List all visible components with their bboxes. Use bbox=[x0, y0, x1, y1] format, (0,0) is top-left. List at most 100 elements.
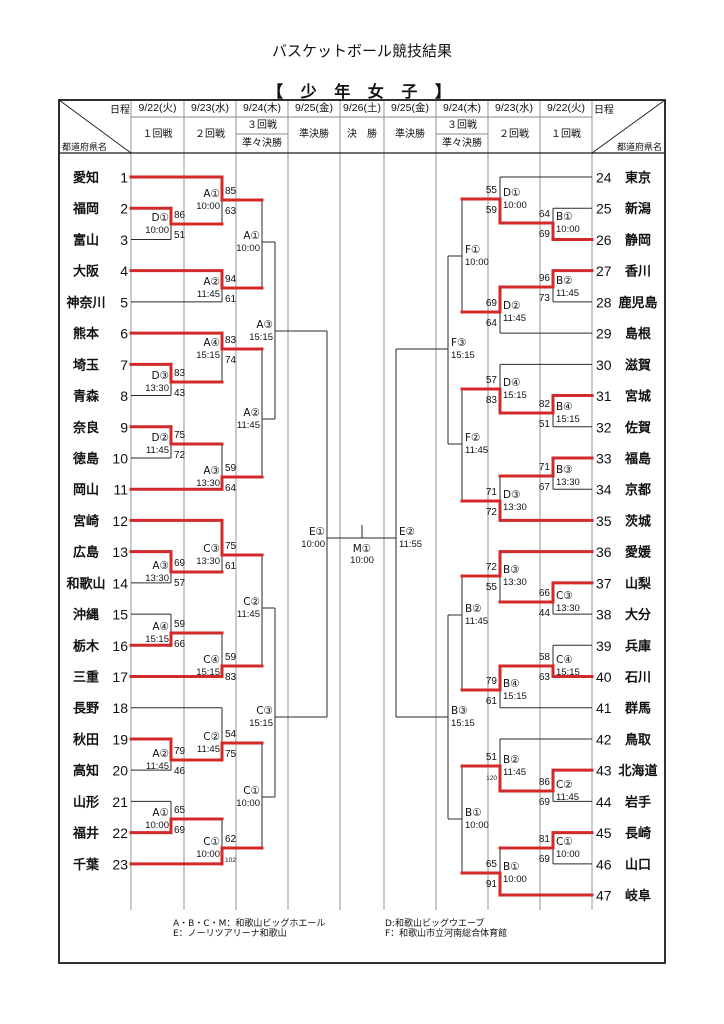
match-time: 10:00 bbox=[556, 224, 580, 235]
team-name: 東京 bbox=[625, 170, 651, 186]
match-label: A④ bbox=[203, 337, 220, 349]
match-label: B④ bbox=[503, 678, 520, 690]
match-time: 11:45 bbox=[503, 313, 526, 324]
team-name: 鳥取 bbox=[625, 732, 652, 748]
team-number: 43 bbox=[596, 763, 612, 779]
team-number: 3 bbox=[120, 232, 128, 248]
match-label: B② bbox=[465, 603, 482, 615]
team-number: 22 bbox=[112, 825, 128, 841]
match-label: A① bbox=[243, 230, 260, 242]
score-upper: 86 bbox=[539, 777, 551, 788]
match-time: 15:15 bbox=[556, 667, 580, 678]
team-number: 20 bbox=[112, 763, 128, 779]
column-round-upper: ３回戦 bbox=[447, 120, 477, 131]
column-round: ２回戦 bbox=[195, 129, 225, 140]
venue-legend-item: D:和歌山ビッグウエーブ bbox=[385, 919, 485, 929]
team-name: 秋田 bbox=[73, 732, 99, 748]
match-time: 15:15 bbox=[503, 691, 527, 702]
match-label: B③ bbox=[503, 564, 520, 576]
match-label: F② bbox=[465, 432, 480, 444]
team-name: 佐賀 bbox=[624, 420, 651, 436]
match-time: 10:00 bbox=[465, 257, 489, 268]
team-number: 31 bbox=[596, 388, 612, 404]
match-label: C① bbox=[556, 836, 573, 848]
team-number: 13 bbox=[112, 544, 128, 560]
team-number: 19 bbox=[112, 731, 128, 747]
score-lower: 69 bbox=[539, 797, 551, 808]
match-time: 11:45 bbox=[237, 609, 260, 620]
column-date: 9/22(火) bbox=[138, 102, 177, 114]
team-name: 島根 bbox=[625, 326, 652, 342]
page-title: バスケットボール競技結果 bbox=[271, 42, 452, 60]
team-number: 47 bbox=[596, 888, 612, 904]
score-lower: 63 bbox=[539, 672, 551, 683]
team-name: 熊本 bbox=[73, 326, 99, 342]
match-label: D① bbox=[152, 212, 170, 224]
match-label: C① bbox=[203, 836, 220, 848]
column-date: 9/22(火) bbox=[547, 102, 585, 114]
match-time: 10:00 bbox=[236, 798, 260, 809]
score-upper: 79 bbox=[486, 676, 498, 687]
team-number: 35 bbox=[596, 513, 612, 529]
score-lower: 72 bbox=[174, 450, 186, 461]
team-number: 29 bbox=[596, 326, 612, 342]
corner-diagonal-left bbox=[58, 99, 132, 154]
team-row: 29 島根 bbox=[596, 326, 652, 343]
score-lower: 67 bbox=[539, 482, 551, 493]
match-label: A② bbox=[152, 748, 169, 760]
score-lower: 61 bbox=[225, 561, 237, 572]
score-lower: 61 bbox=[225, 294, 237, 305]
team-number: 41 bbox=[596, 700, 612, 716]
table-grid bbox=[58, 99, 666, 964]
score-upper: 86 bbox=[174, 210, 186, 221]
team-name: 愛媛 bbox=[625, 545, 652, 561]
team-number: 9 bbox=[120, 419, 128, 435]
team-number: 11 bbox=[113, 482, 128, 498]
team-number: 15 bbox=[112, 607, 128, 623]
team-number: 5 bbox=[120, 294, 128, 310]
category-title: 【 少 年 女 子 】 bbox=[267, 82, 457, 101]
match-label: D③ bbox=[503, 489, 521, 501]
team-number: 1 bbox=[120, 170, 128, 186]
column-date: 9/24(木) bbox=[443, 102, 481, 114]
match-label: D① bbox=[503, 187, 521, 199]
match-label: A② bbox=[203, 276, 220, 288]
column-date: 9/23(水) bbox=[191, 102, 229, 114]
match-label: C② bbox=[556, 779, 573, 791]
score-upper: 57 bbox=[486, 375, 498, 386]
match-label: C③ bbox=[556, 590, 573, 602]
score-lower: 74 bbox=[225, 355, 237, 366]
score-upper: 71 bbox=[539, 462, 551, 473]
column-round: 決 勝 bbox=[347, 129, 377, 140]
match-time: 11:45 bbox=[503, 767, 526, 778]
match-label: C③ bbox=[256, 705, 273, 717]
match-label: A② bbox=[243, 407, 260, 419]
score-upper: 65 bbox=[174, 805, 186, 816]
match-time: 11:45 bbox=[197, 744, 220, 755]
match-label: D② bbox=[152, 432, 170, 444]
column-round: ２回戦 bbox=[499, 129, 529, 140]
match-label: C① bbox=[243, 785, 260, 797]
table-border bbox=[58, 99, 666, 964]
team-name: 和歌山 bbox=[66, 576, 105, 592]
column-round: 準決勝 bbox=[395, 129, 425, 140]
team-number: 26 bbox=[596, 232, 612, 248]
